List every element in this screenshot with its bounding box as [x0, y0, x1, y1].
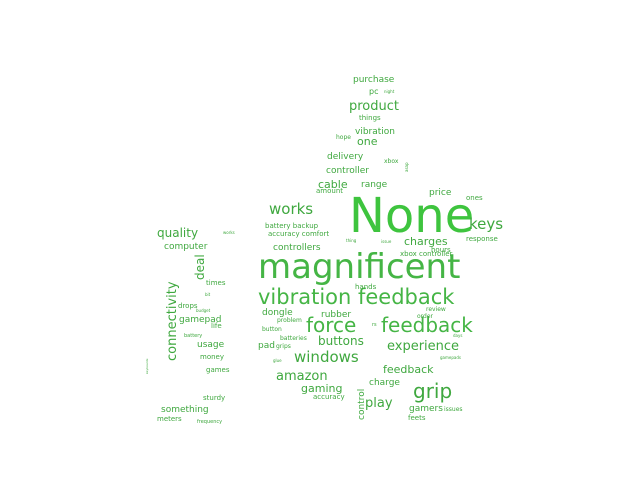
- word-response: response: [466, 235, 498, 243]
- word-games: games: [206, 366, 230, 374]
- word-amount: amount: [316, 187, 343, 195]
- word-frequency: frequency: [197, 419, 222, 425]
- word-experience: experience: [387, 339, 459, 354]
- word-one: one: [357, 135, 378, 148]
- word-deal: deal: [193, 254, 207, 280]
- word-times: times: [206, 279, 226, 287]
- word-sturdy: sturdy: [203, 394, 225, 402]
- word-issue: issue: [381, 239, 392, 244]
- word-rs: rs: [372, 322, 377, 328]
- word-purchase: purchase: [353, 75, 395, 85]
- word-usage: usage: [197, 340, 225, 350]
- word-gamers: gamers: [409, 404, 443, 414]
- word-charges: charges: [404, 235, 448, 248]
- word-delivery: delivery: [327, 152, 364, 162]
- word-gamepad: gamepad: [179, 315, 221, 325]
- word-force: force: [306, 313, 356, 337]
- word-night: night: [384, 89, 395, 94]
- word-vibration: vibration: [355, 127, 395, 137]
- word-hours: hours: [431, 246, 451, 254]
- word-keys: keys: [469, 215, 503, 233]
- word-bit: bit: [205, 292, 211, 297]
- word-hands: hands: [355, 283, 377, 291]
- word-something: something: [161, 405, 209, 415]
- word-product: product: [349, 99, 399, 114]
- word-cable: cable: [318, 178, 348, 191]
- word-ones: ones: [466, 194, 483, 202]
- word-dongle: dongle: [262, 308, 293, 318]
- word-controller: controller: [326, 166, 369, 176]
- word-pad: pad: [258, 341, 275, 351]
- word-feedback: feedback: [381, 313, 473, 337]
- word-budget: budget: [196, 308, 211, 313]
- word-hope: hope: [336, 134, 351, 141]
- word-none: None: [349, 188, 474, 244]
- word-rubber: rubber: [321, 310, 351, 320]
- word-asap: asap: [404, 162, 409, 172]
- word-feets: feets: [408, 414, 426, 422]
- word-accuracy-comfort: accuracy comfort: [268, 230, 329, 238]
- word-battery-backup: battery backup: [265, 222, 319, 230]
- word-charge: charge: [369, 378, 400, 388]
- word-accuracy: accuracy: [313, 393, 345, 401]
- word-gamepads: gamepads: [440, 355, 461, 360]
- word-battery: battery: [184, 333, 202, 339]
- word-xbox-controller: xbox controller: [400, 250, 453, 258]
- word-order: order: [417, 313, 434, 320]
- word-magnificent: magnificent: [258, 247, 460, 287]
- word-thing: thing: [346, 238, 357, 243]
- word-xbox: xbox: [384, 158, 399, 165]
- word-issues: issues: [444, 406, 463, 413]
- word-problem: problem: [277, 317, 302, 324]
- word-keyboards: keyboards: [145, 358, 149, 374]
- word-button: button: [262, 326, 282, 333]
- word-days: days: [453, 333, 462, 338]
- word-drops: drops: [178, 302, 198, 310]
- word-review: review: [426, 306, 446, 313]
- word-windows: windows: [294, 348, 359, 366]
- word-gaming: gaming: [301, 382, 342, 395]
- word-play: play: [365, 396, 393, 411]
- word-grip: grip: [413, 379, 452, 403]
- word-vibration-feedback: vibration feedback: [258, 285, 455, 309]
- word-amazon: amazon: [276, 369, 328, 384]
- word-quality: quality: [157, 226, 198, 240]
- word-grips: grips: [276, 343, 291, 350]
- word-works: works: [223, 230, 235, 235]
- word-computer: computer: [164, 242, 208, 252]
- word-life: life: [211, 322, 222, 330]
- word-meters: meters: [157, 415, 182, 423]
- word-range: range: [361, 180, 388, 190]
- word-controllers: controllers: [273, 243, 321, 253]
- word-control: control: [357, 389, 367, 420]
- word-connectivity: connectivity: [165, 281, 180, 361]
- word-works: works: [269, 200, 313, 218]
- word-glue: glue: [273, 358, 282, 363]
- word-price: price: [429, 188, 452, 198]
- word-feedback: feedback: [383, 363, 434, 376]
- word-buttons: buttons: [318, 334, 364, 348]
- word-batteries: batteries: [280, 335, 307, 342]
- word-things: things: [359, 114, 381, 122]
- word-pc: pc: [369, 87, 378, 96]
- word-money: money: [200, 353, 224, 361]
